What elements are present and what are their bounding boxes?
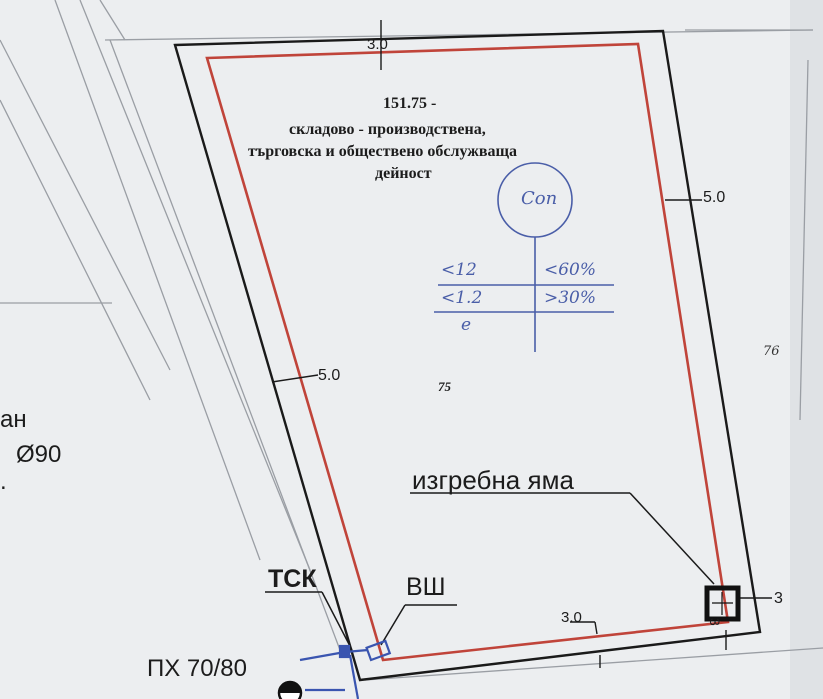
neighbor-plot-id: 76 [763,344,780,359]
dim-pit-bottom: 3 [707,618,723,626]
margin-text-line3: . [0,468,7,495]
vsh-label: ВШ [406,573,446,601]
dim-bottom: 3.0 [561,609,582,626]
intensity-value: <1.2 [441,288,483,308]
plot-boundary [173,29,762,682]
dim-right: 5.0 [703,189,726,206]
plot-use-line1: складово - производствена, [289,121,486,138]
building-setback-line [205,42,730,662]
survey-lines [0,0,823,681]
tsk-label: ТСК [268,565,317,593]
extra-value: e [461,315,472,335]
green-value: >30% [544,288,597,308]
px-label: ПХ 70/80 [147,655,247,682]
vsh-leader-diagonal [380,604,406,646]
margin-text-line2: Ø90 [16,441,62,468]
regulation-table [434,162,614,352]
height-value: <12 [441,260,477,280]
pit-leader-diagonal [629,492,715,585]
pit-label: изгребна яма [412,465,574,495]
margin-text-line1: ан [0,406,27,433]
cesspit-symbol [704,585,741,622]
plot-use-line2: търговска и обществено обслужваща [248,143,518,160]
plot-use-line3: дейност [375,165,432,182]
plot-id: 75 [438,379,451,394]
dim-top: 3.0 [367,36,388,53]
tsk-leader-diagonal [321,591,353,651]
density-value: <60% [544,260,597,280]
water-connection-symbols [299,639,392,699]
zone-code: Соп [521,188,558,209]
dimension-ticks [271,20,772,668]
dim-pit-right: 3 [774,590,783,607]
dim-left: 5.0 [318,367,341,384]
plot-area: 151.75 - [383,95,437,112]
